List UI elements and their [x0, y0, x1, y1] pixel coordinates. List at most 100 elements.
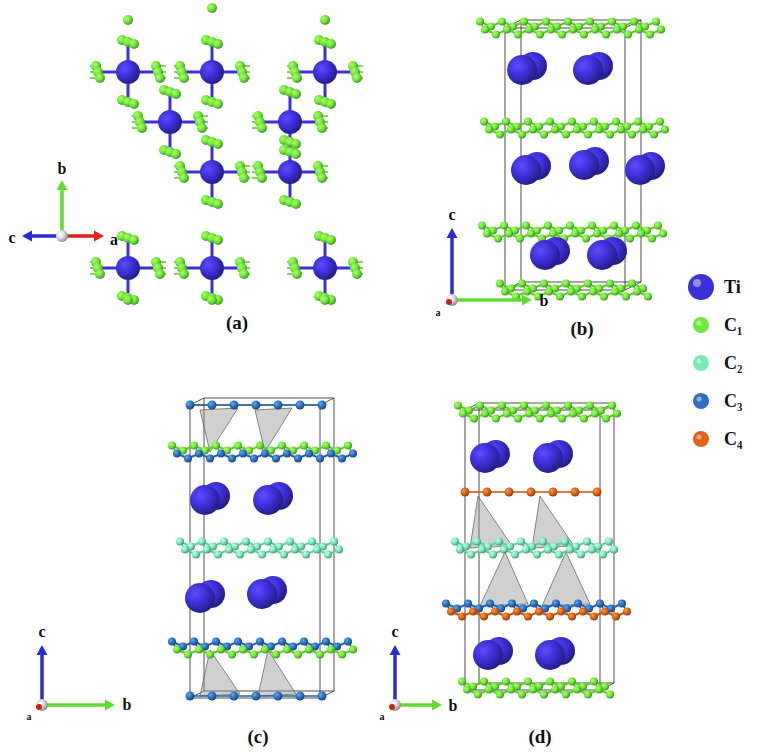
atom [470, 415, 478, 423]
axis-origin [36, 704, 42, 710]
atom [344, 638, 352, 646]
atom [632, 222, 640, 230]
atom [313, 546, 321, 554]
axis-origin [446, 294, 458, 306]
legend-text: C₂ [724, 353, 742, 374]
panel-label: (b) [570, 319, 593, 338]
atom [313, 256, 337, 280]
atom [442, 600, 450, 608]
atom [530, 240, 560, 270]
atom [542, 18, 550, 26]
atom [338, 651, 346, 659]
atom [179, 269, 189, 279]
atom [213, 99, 223, 109]
panel-d-structure [442, 402, 631, 699]
axis-label: a [110, 232, 118, 248]
panel-label: (a) [226, 313, 248, 332]
atom [322, 442, 330, 450]
atom [316, 455, 324, 463]
atom [123, 295, 133, 305]
atom [601, 608, 609, 616]
atom [129, 99, 139, 109]
atom [320, 295, 330, 305]
atom [591, 410, 599, 418]
atom [525, 410, 533, 418]
atom [652, 18, 660, 26]
atom [291, 149, 301, 159]
atom [217, 646, 225, 654]
atom [496, 280, 504, 288]
tetrahedron [480, 552, 528, 606]
atom [256, 442, 264, 450]
atom [454, 402, 462, 410]
atom [236, 551, 244, 559]
atom [261, 450, 269, 458]
cell-edge [521, 282, 641, 283]
atom [605, 538, 613, 546]
atom [524, 613, 532, 621]
atom [195, 450, 203, 458]
atom [615, 230, 623, 238]
atom [617, 126, 625, 134]
atom [198, 538, 206, 546]
atom [242, 538, 250, 546]
atom [491, 608, 499, 616]
atom [533, 443, 563, 473]
atom [155, 269, 165, 279]
axis-arrowhead [390, 645, 401, 655]
atom [566, 222, 574, 230]
atom [292, 269, 302, 279]
atom [283, 646, 291, 654]
atom [544, 546, 552, 554]
atom [557, 608, 565, 616]
atom [322, 638, 330, 646]
atom [483, 230, 491, 238]
atom [294, 651, 302, 659]
atom [200, 256, 224, 280]
tetrahedron [200, 408, 238, 452]
atom [539, 538, 547, 546]
atom [648, 235, 656, 243]
atom [498, 402, 506, 410]
swatch-ball [693, 355, 709, 371]
atom [577, 551, 585, 559]
atom [566, 546, 574, 554]
atom [587, 240, 617, 270]
atom [626, 235, 634, 243]
atom [628, 280, 636, 288]
atom [505, 488, 514, 497]
atom [654, 222, 662, 230]
atom [272, 651, 280, 659]
atom [628, 131, 636, 139]
atom [656, 118, 664, 126]
atom [547, 26, 555, 34]
atom [564, 402, 572, 410]
atom [474, 691, 482, 699]
atom [502, 613, 510, 621]
atom [313, 60, 337, 84]
cell-edge [505, 28, 625, 29]
atom [507, 686, 515, 694]
atom [546, 613, 554, 621]
atom [624, 31, 632, 39]
axes-c [36, 645, 115, 711]
atom [195, 646, 203, 654]
atom [591, 26, 599, 34]
atom [535, 640, 565, 670]
atom [551, 126, 559, 134]
atom [212, 442, 220, 450]
atom [483, 488, 492, 497]
atom [278, 638, 286, 646]
atom [507, 126, 515, 134]
atom [610, 546, 618, 554]
atom [478, 222, 486, 230]
axis-label: b [540, 293, 549, 309]
atom [533, 551, 541, 559]
atom [595, 126, 603, 134]
atom [520, 402, 528, 410]
swatch-ball [693, 393, 709, 409]
atom [473, 538, 481, 546]
atom [582, 235, 590, 243]
axis-origin [36, 699, 48, 711]
atom [247, 546, 255, 554]
